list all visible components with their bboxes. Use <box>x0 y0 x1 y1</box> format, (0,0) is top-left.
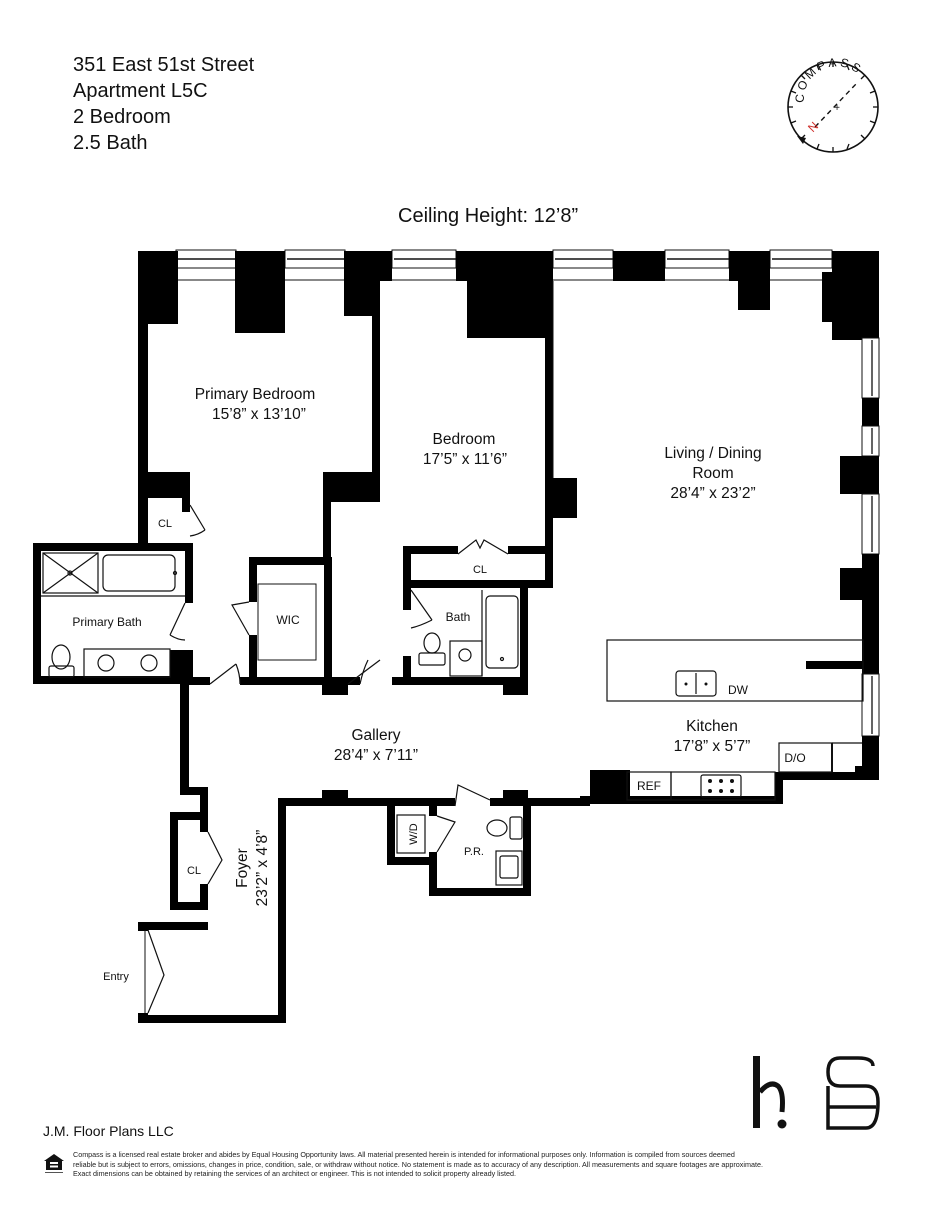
closet-primary: CL <box>158 518 172 530</box>
room-bedroom-dims: 17’5” x 11’6” <box>423 451 507 468</box>
pr-fixtures <box>396 814 523 886</box>
room-living-dining-dims: 28’4” x 23’2” <box>670 485 755 502</box>
bath-count: 2.5 Bath <box>73 132 148 154</box>
room-bedroom: Bedroom <box>433 431 496 448</box>
room-gallery-dims: 28’4” x 7’11” <box>334 747 418 764</box>
walls <box>33 249 880 1023</box>
closet-bedroom: CL <box>473 564 487 576</box>
room-kitchen: Kitchen <box>686 718 738 735</box>
room-bath: Bath <box>446 610 471 624</box>
primary-bath-fixtures <box>41 552 185 678</box>
room-wic: WIC <box>276 613 300 627</box>
unit-number: Apartment L5C <box>73 80 208 102</box>
room-primary-bedroom: Primary Bedroom <box>195 386 316 403</box>
compass-rose-icon: + N COMPASS <box>787 58 879 153</box>
room-living-dining: Living / Dining <box>664 445 761 462</box>
room-living-dining-2: Room <box>692 465 733 482</box>
disclaimer-line-3: Exact dimensions can be obtained by reta… <box>73 1169 516 1179</box>
ceiling-height: Ceiling Height: 12’8” <box>398 205 579 227</box>
legal-disclaimer: Compass is a licensed real estate broker… <box>73 1150 873 1179</box>
doors <box>144 504 509 1014</box>
disclaimer-line-1: Compass is a licensed real estate broker… <box>73 1150 735 1159</box>
refrigerator-label: REF <box>637 779 661 793</box>
room-foyer-dims: 23’2” x 4’8” <box>254 830 271 907</box>
washer-dryer-label: W/D <box>408 823 420 844</box>
disclaimer-line-2: reliable but is subject to errors, omiss… <box>73 1159 763 1169</box>
address: 351 East 51st Street <box>73 54 255 76</box>
room-gallery: Gallery <box>351 727 400 744</box>
room-foyer: Foyer <box>234 848 251 888</box>
bedroom-count: 2 Bedroom <box>73 106 171 128</box>
svg-text:+: + <box>834 103 840 114</box>
room-powder-room: P.R. <box>464 846 484 858</box>
entry-label: Entry <box>103 971 129 983</box>
equal-housing-opportunity-icon <box>44 1154 64 1173</box>
floor-plan-credit: J.M. Floor Plans LLC <box>43 1123 174 1139</box>
room-primary-bedroom-dims: 15’8” x 13’10” <box>212 406 306 423</box>
hs-monogram-logo <box>753 1056 880 1130</box>
listing-header: 351 East 51st Street Apartment L5C 2 Bed… <box>73 52 254 156</box>
kitchen-fixtures <box>606 639 864 801</box>
room-kitchen-dims: 17’8” x 5’7” <box>674 738 751 755</box>
room-primary-bath: Primary Bath <box>72 615 141 629</box>
double-oven-label: D/O <box>784 751 805 765</box>
closet-foyer: CL <box>187 865 201 877</box>
dishwasher-label: DW <box>728 683 749 697</box>
bath-fixtures <box>418 590 519 677</box>
